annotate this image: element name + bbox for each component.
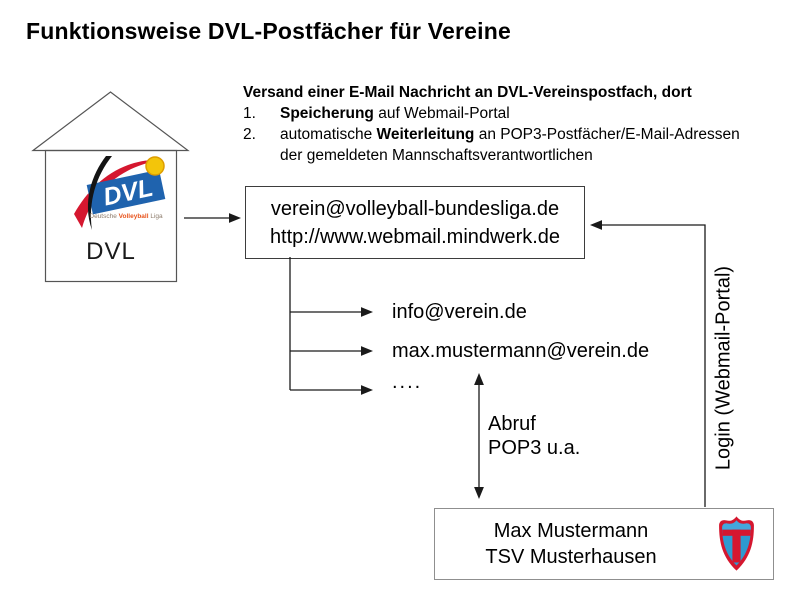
- mailbox-address: verein@volleyball-bundesliga.de: [270, 197, 560, 220]
- club-crest-icon: [719, 516, 754, 571]
- logo-ball: [145, 156, 165, 176]
- list-item-text: Speicherung auf Webmail-Portal: [280, 105, 510, 122]
- list-item-number: 1.: [243, 105, 256, 122]
- svg-text:Deutsche Volleyball Liga: Deutsche Volleyball Liga: [89, 213, 163, 220]
- webmail-url: http://www.webmail.mindwerk.de: [269, 225, 561, 248]
- dvl-logo-icon: DVL Deutsche Volleyball Liga: [74, 156, 166, 230]
- club-name: TSV Musterhausen: [485, 546, 657, 568]
- recipient-email: info@verein.de: [392, 301, 527, 323]
- person-box-text: Max Mustermann TSV Musterhausen: [435, 509, 707, 579]
- recipient-placeholder-dots: ....: [392, 371, 423, 393]
- house-roof: [31, 91, 190, 152]
- intro-heading: Versand einer E-Mail Nachricht an DVL-Ve…: [243, 84, 692, 101]
- mailbox-box: verein@volleyball-bundesliga.de http://w…: [245, 186, 585, 259]
- list-item-number: 2.: [243, 126, 256, 143]
- list-item-text-line2: der gemeldeten Mannschaftsverantwortlich…: [280, 147, 593, 164]
- login-label: Login (Webmail-Portal): [712, 265, 735, 471]
- abruf-label: Abruf POP3 u.a.: [488, 413, 581, 459]
- intro-text-block: Versand einer E-Mail Nachricht an DVL-Ve…: [243, 82, 763, 166]
- person-name: Max Mustermann: [493, 520, 649, 542]
- list-item: 2. automatische Weiterleitung an POP3-Po…: [243, 124, 763, 166]
- list-item: 1. Speicherung auf Webmail-Portal: [243, 103, 763, 124]
- list-item-text: automatische Weiterleitung an POP3-Postf…: [280, 126, 740, 164]
- login-arrow: [590, 220, 706, 507]
- house-label: DVL: [86, 238, 136, 265]
- person-box: Max Mustermann TSV Musterhausen: [434, 508, 774, 580]
- recipient-email: max.mustermann@verein.de: [392, 340, 650, 362]
- page-title: Funktionsweise DVL-Postfächer für Verein…: [26, 18, 511, 44]
